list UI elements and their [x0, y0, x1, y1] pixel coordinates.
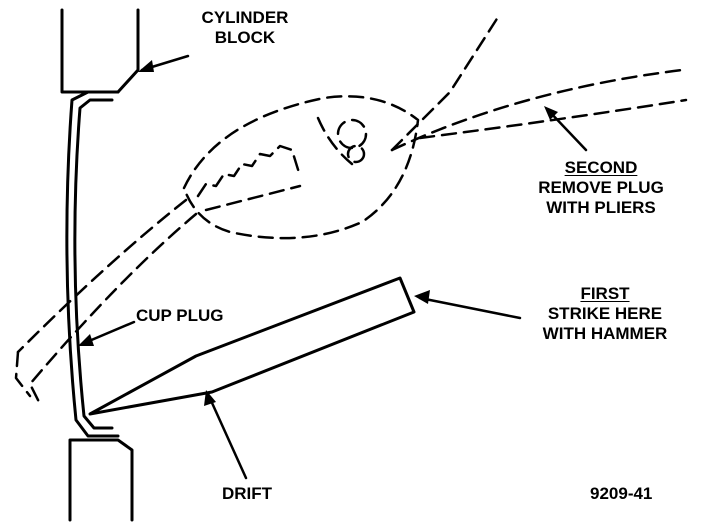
label-second-line2: WITH PLIERS	[546, 198, 656, 217]
pliers-outline	[14, 12, 688, 406]
arrowhead-cup-plug	[78, 334, 94, 346]
leader-first	[418, 296, 522, 320]
cylinder-block-lower	[68, 438, 134, 522]
arrowhead-first	[414, 290, 430, 304]
label-first-heading: FIRST	[580, 284, 630, 303]
drift-tool	[88, 276, 416, 416]
figure-number: 9209-41	[590, 484, 653, 503]
cylinder-block-upper	[60, 8, 140, 94]
leader-drift	[206, 392, 248, 480]
arrowhead-drift	[204, 390, 216, 406]
cup-plug-outer	[65, 90, 120, 438]
label-cylinder-block: CYLINDER BLOCK	[190, 8, 300, 48]
label-second: SECOND REMOVE PLUG WITH PLIERS	[526, 158, 676, 218]
label-drift: DRIFT	[222, 484, 273, 503]
cup-plug-inner	[73, 98, 114, 430]
label-second-heading: SECOND	[564, 158, 638, 177]
arrowhead-second	[544, 106, 558, 120]
label-cup-plug: CUP PLUG	[136, 306, 224, 325]
label-first-line1: STRIKE HERE	[547, 304, 663, 323]
label-first-line2: WITH HAMMER	[542, 324, 668, 343]
label-cylinder-block-line2: BLOCK	[214, 28, 276, 47]
arrowhead-cylinder-block	[138, 60, 154, 72]
label-cylinder-block-line1: CYLINDER	[201, 8, 289, 27]
label-second-line1: REMOVE PLUG	[538, 178, 664, 197]
leader-second	[546, 108, 588, 152]
label-first: FIRST STRIKE HERE WITH HAMMER	[520, 284, 690, 344]
